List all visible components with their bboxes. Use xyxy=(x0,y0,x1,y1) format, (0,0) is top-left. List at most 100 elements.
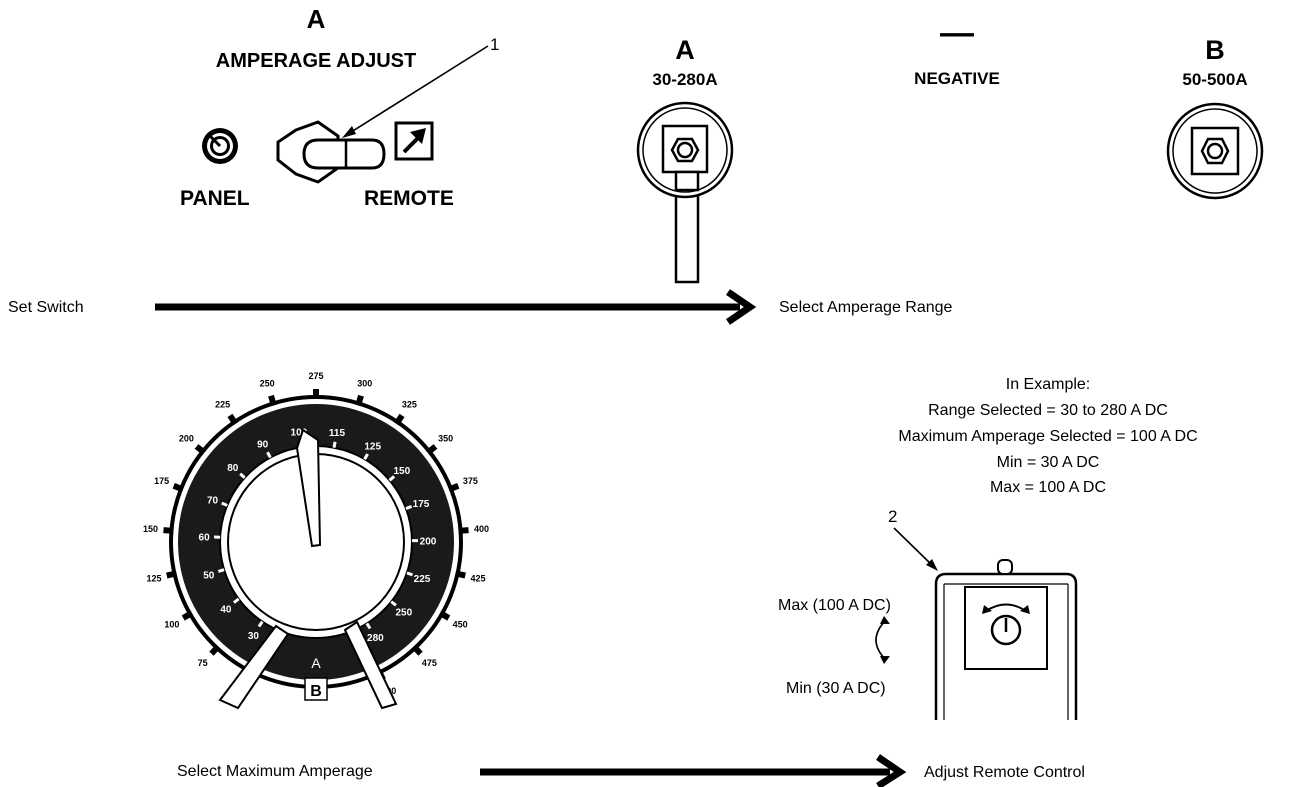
dial-inner-tick xyxy=(405,505,413,510)
dial-inner-tick xyxy=(239,472,246,479)
negative-symbol: — xyxy=(940,14,974,52)
dial-outer-scale-label: 375 xyxy=(463,476,478,486)
remote-max-label: Max (100 A DC) xyxy=(778,597,891,614)
dial-outer-tick xyxy=(172,482,185,493)
dial-inner-scale-label: 115 xyxy=(329,428,346,439)
dial-outer-scale-label: 275 xyxy=(308,371,323,381)
dial-outer-scale-label: 400 xyxy=(474,524,489,534)
dial-outer-tick xyxy=(355,394,364,407)
dial-outer-tick xyxy=(447,482,460,493)
dial-outer-tick xyxy=(454,570,466,579)
dial-inner-scale-label: 150 xyxy=(393,466,410,477)
dial-inner-tick xyxy=(406,571,414,577)
step-set-switch: Set Switch xyxy=(8,299,84,316)
callout-2: 2 xyxy=(888,507,897,526)
dial-outer-tick xyxy=(411,644,423,656)
example-range-line: Range Selected = 30 to 280 A DC xyxy=(928,402,1168,419)
dial-outer-scale-label: 100 xyxy=(164,619,179,629)
dial-inner-tick xyxy=(233,597,240,604)
dial-inner-scale-label: 100 xyxy=(291,427,308,438)
terminal-b-range: 50-500A xyxy=(1182,70,1247,89)
terminal-b-letter: B xyxy=(1205,35,1225,65)
dial-outer-scale-label: 125 xyxy=(146,573,161,583)
negative-terminal-group: — NEGATIVE xyxy=(914,14,1000,88)
dial-inner-tick xyxy=(221,501,228,507)
step-row-2: Select Maximum Amperage Adjust Remote Co… xyxy=(177,754,1085,787)
remote-label: REMOTE xyxy=(364,187,454,210)
dial-inner-scale-label: 125 xyxy=(364,441,381,452)
dial-outer-tick xyxy=(209,644,221,656)
example-max-line: Maximum Amperage Selected = 100 A DC xyxy=(898,428,1197,445)
dial-outer-scale-label: 425 xyxy=(470,573,485,583)
dial-inner-scale-label: 70 xyxy=(207,495,219,506)
dial-inner-tick xyxy=(365,622,372,630)
dial-inner-scale-label: 40 xyxy=(220,605,232,616)
dial-inner-scale-label: 225 xyxy=(414,574,431,585)
dial-inner-scale-label: 250 xyxy=(395,608,412,619)
dial-outer-scale-label: 225 xyxy=(215,400,230,410)
terminal-b-group: B 50-500A xyxy=(1166,35,1264,200)
step-adjust-remote: Adjust Remote Control xyxy=(924,764,1085,781)
callout-1: 1 xyxy=(490,35,499,54)
dial-outer-tick xyxy=(163,527,174,534)
remote-min-label: Min (30 A DC) xyxy=(786,680,886,697)
example-heading: In Example: xyxy=(1006,376,1090,393)
dial-outer-tick xyxy=(438,610,451,621)
dial-outer-scale-label: 200 xyxy=(179,433,194,443)
amperage-adjust-switch-group: A AMPERAGE ADJUST 1 PANEL REMOTE xyxy=(180,4,499,210)
panel-knob-icon xyxy=(202,128,238,164)
dial-inner-scale-label: 80 xyxy=(227,463,239,474)
dial-outer-scale-label: 250 xyxy=(260,378,275,388)
dial-left-range-pointer xyxy=(218,624,290,710)
dial-inner-scale-label: 30 xyxy=(248,631,260,642)
step-select-range: Select Amperage Range xyxy=(779,299,953,316)
dial-inner-tick xyxy=(390,600,397,607)
remote-arrow-icon xyxy=(394,121,434,161)
remote-min-max-arrow xyxy=(875,619,887,661)
dial-outer-tick xyxy=(194,444,207,455)
dial-inner-tick xyxy=(332,441,337,448)
step-row-1: Set Switch Select Amperage Range xyxy=(8,289,953,325)
dial-outer-scale-label: 300 xyxy=(357,378,372,388)
dial-outer-scale-label: 325 xyxy=(402,400,417,410)
callout-2-arrowhead xyxy=(926,559,938,571)
toggle-switch-icon xyxy=(276,120,386,184)
terminal-a-range: 30-280A xyxy=(652,70,717,89)
dial-inner-scale-label: 200 xyxy=(420,536,437,547)
switch-title: AMPERAGE ADJUST xyxy=(216,50,416,72)
dial-inner-scale-label: 280 xyxy=(367,633,384,644)
dial-outer-letter: B xyxy=(310,683,322,700)
callout-2-leader xyxy=(893,527,935,568)
dial-pointer-needle xyxy=(295,428,322,548)
dial-inner-scale-label: 50 xyxy=(203,570,215,581)
dial-outer-scale-label: 75 xyxy=(198,658,208,668)
dial-outer-tick xyxy=(166,570,178,579)
panel-label: PANEL xyxy=(180,187,250,210)
dial-right-range-pointer xyxy=(343,620,398,710)
dial-outer-scale-label: 350 xyxy=(438,433,453,443)
dial-outer-tick xyxy=(181,610,194,621)
example-min-line: Min = 30 A DC xyxy=(997,454,1100,471)
step-select-max: Select Maximum Amperage xyxy=(177,763,373,780)
dial-outer-letter-box xyxy=(304,677,328,701)
example-max-short: Max = 100 A DC xyxy=(990,479,1106,496)
dial-inner-tick xyxy=(266,451,272,459)
terminal-a-group: A 30-280A xyxy=(636,35,734,284)
dial-outer-scale-label: 450 xyxy=(453,619,468,629)
callout-1-arrowhead xyxy=(342,126,356,138)
remote-cord-connector xyxy=(997,559,1013,575)
dial-outer-tick xyxy=(268,394,277,407)
dial-outer-tick xyxy=(425,444,438,455)
dial-outer-tick xyxy=(227,413,239,426)
dial-outer-scale-label: 175 xyxy=(154,476,169,486)
dial-inner-letter: A xyxy=(311,655,321,671)
dial-inner-tick xyxy=(217,568,225,573)
dial-outer-tick xyxy=(458,527,469,534)
dial-outer-scale-label: 150 xyxy=(143,524,158,534)
switch-letter: A xyxy=(307,4,326,34)
example-notes: In Example: Range Selected = 30 to 280 A… xyxy=(898,376,1197,496)
dial-inner-scale-label: 175 xyxy=(413,499,430,510)
remote-control-group: 2 Max (100 A DC) Min (30 A DC) xyxy=(778,507,1078,720)
